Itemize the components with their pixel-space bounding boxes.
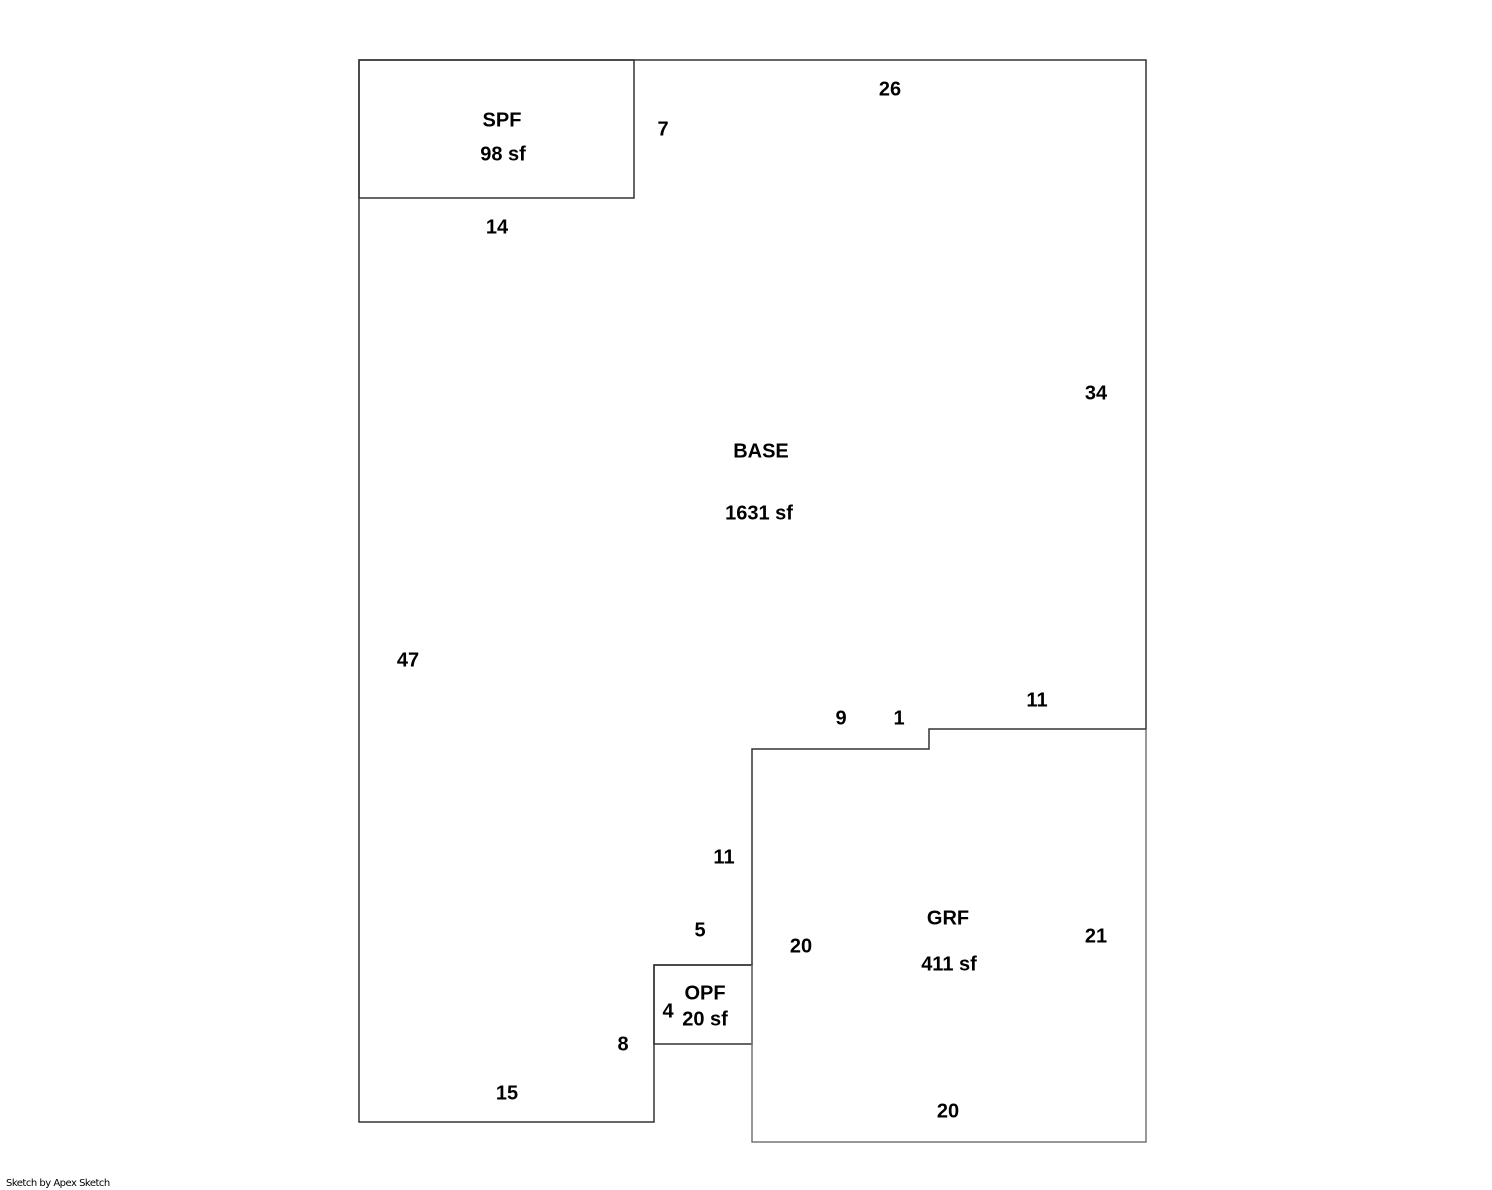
spf-label: SPF [483,109,522,131]
spf-area: 98 sf [480,143,526,165]
dim-inner-11: 11 [713,846,734,868]
footer-credit: Sketch by Apex Sketch [6,1178,110,1189]
dim-grf-bottom: 20 [937,1100,959,1122]
dim-inner-8: 8 [617,1033,628,1055]
dim-base-right: 34 [1085,382,1108,404]
opf-label: OPF [684,982,725,1004]
dim-step-11: 11 [1026,689,1047,711]
dim-opf-left: 4 [662,1000,674,1022]
grf-label: GRF [927,907,969,929]
dim-spf-right: 7 [657,118,668,140]
dim-step-1: 1 [893,707,904,729]
grf-outline [751,729,1147,1143]
dim-inner-5: 5 [694,919,705,941]
spf-outline [358,59,635,199]
base-outline [358,59,1147,1123]
dim-grf-left: 20 [790,935,812,957]
dim-base-top: 26 [879,78,901,100]
grf-area: 411 sf [921,953,977,975]
dim-base-left: 47 [397,649,419,671]
dim-step-9: 9 [835,707,846,729]
base-label: BASE [733,440,789,462]
dim-base-bottom: 15 [496,1082,518,1104]
dim-spf-bottom: 14 [486,216,509,238]
dim-grf-right: 21 [1085,925,1107,947]
opf-area: 20 sf [682,1008,728,1030]
base-area: 1631 sf [725,502,793,524]
